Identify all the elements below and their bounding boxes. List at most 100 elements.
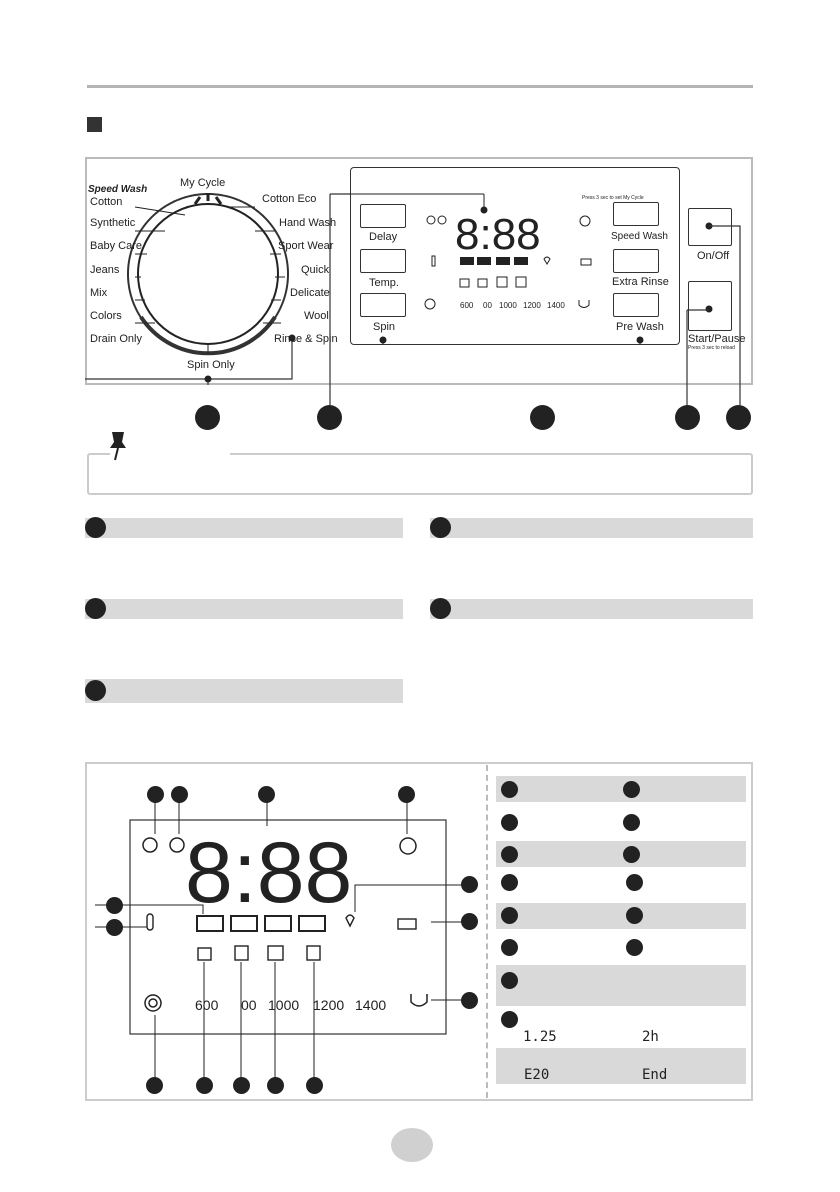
callout-2 [317,405,342,430]
legend-dot-7 [501,972,518,989]
speed-wash-button[interactable] [613,202,659,226]
program-quick[interactable]: Quick [301,264,330,276]
example-end: End [642,1067,668,1083]
legend-row-7 [496,965,746,1006]
delay-button[interactable] [360,204,406,228]
program-mix[interactable]: Mix [90,287,108,299]
display-detail: 8:88 600 00 1000 1200 1400 [95,795,465,1085]
program-delicate[interactable]: Delicate [290,287,330,299]
pre-wash-button[interactable] [613,293,659,317]
program-spin-only[interactable]: Spin Only [187,359,235,371]
heading-bar-5 [85,679,403,703]
temp-button[interactable] [360,249,406,273]
detail-callout-a [147,786,164,803]
extra-rinse-label: Extra Rinse [612,276,669,288]
detail-speed-00: 00 [241,997,257,1013]
detail-speed-1000: 1000 [268,997,299,1013]
detail-callout-b [171,786,188,803]
page-number-circle [391,1128,433,1162]
program-drain-only[interactable]: Drain Only [90,333,142,345]
detail-callout-d [398,786,415,803]
detail-speed-1400: 1400 [355,997,386,1013]
detail-callout-k [196,1077,213,1094]
legend-dot-6a [501,939,518,956]
legend-dot-1a [501,781,518,798]
heading-bar-2 [430,517,753,538]
callout-1 [195,405,220,430]
detail-callout-e [461,876,478,893]
callout-leaders [329,193,741,405]
top-speed-00: 00 [483,301,492,310]
detail-callout-c [258,786,275,803]
program-baby-care[interactable]: Baby Care [90,240,142,252]
speed-wash-label: Speed Wash [88,184,148,195]
spin-label: Spin [373,321,396,333]
pushpin-icon [110,432,126,461]
detail-speed-600: 600 [195,997,219,1013]
legend-dot-4a [501,874,518,891]
legend-dot-4b [626,874,643,891]
program-synthetic[interactable]: Synthetic [90,217,136,229]
program-dial [85,193,296,385]
program-hand-wash[interactable]: Hand Wash [279,217,337,229]
example-time-125: 1.25 [523,1029,557,1045]
callout-5 [726,405,751,430]
callout-4 [675,405,700,430]
program-wool[interactable]: Wool [304,310,329,322]
my-cycle-hint: Press 3 sec to set My Cycle [582,195,644,201]
detail-callout-l [233,1077,250,1094]
legend-row-9 [496,1048,746,1084]
note-box [87,453,753,495]
detail-callout-j [146,1077,163,1094]
start-pause-hint: Press 3 sec to reload [688,345,735,351]
detail-callout-i [106,919,123,936]
detail-digits: 8:88 [185,825,352,921]
legend-dot-6b [626,939,643,956]
spin-button[interactable] [360,293,406,317]
pre-wash-label: Pre Wash [616,321,664,333]
top-speed-1400: 1400 [547,301,565,310]
legend-row-5 [496,903,746,929]
display-detail-box [85,762,753,1101]
legend-row-3 [496,841,746,867]
temp-label: Temp. [369,277,399,289]
program-jeans[interactable]: Jeans [90,264,120,276]
top-speed-1000: 1000 [499,301,517,310]
note-tab [110,445,230,459]
my-cycle-label: My Cycle [180,177,226,189]
legend-dot-3a [501,846,518,863]
example-time-2h: 2h [642,1029,659,1045]
heading-bar-3 [85,598,403,619]
speed-wash-btn-label: Speed Wash [611,231,668,242]
program-cotton-eco[interactable]: Cotton Eco [262,193,317,205]
legend-dot-3b [623,846,640,863]
program-rinse-spin[interactable]: Rinse & Spin [274,333,338,345]
start-pause-label: Start/Pause [688,333,746,345]
program-sport-wear[interactable]: Sport Wear [278,240,334,252]
example-error-e20: E20 [524,1067,550,1083]
detail-callout-g [461,992,478,1009]
delay-label: Delay [369,231,398,243]
top-speed-600: 600 [460,301,474,310]
legend-dot-8 [501,1011,518,1028]
program-colors[interactable]: Colors [90,310,122,322]
extra-rinse-button[interactable] [613,249,659,273]
detail-callout-h [106,897,123,914]
top-digits: 8:88 [455,210,541,259]
detail-speed-1200: 1200 [313,997,344,1013]
legend-dot-1b [623,781,640,798]
legend-dot-5b [626,907,643,924]
legend-dot-2a [501,814,518,831]
display-icons-top: Press 3 sec to set My Cycle 8:88 600 00 … [350,193,644,345]
section-marker [87,117,102,132]
display-frame [350,167,680,345]
program-cotton[interactable]: Cotton [90,196,123,208]
control-panel [85,157,753,385]
top-speed-1200: 1200 [523,301,541,310]
dashed-divider [486,765,488,1098]
legend-dot-2b [623,814,640,831]
detail-callout-f [461,913,478,930]
callout-3 [530,405,555,430]
heading-bar-1 [85,517,403,538]
on-off-label: On/Off [697,250,730,262]
